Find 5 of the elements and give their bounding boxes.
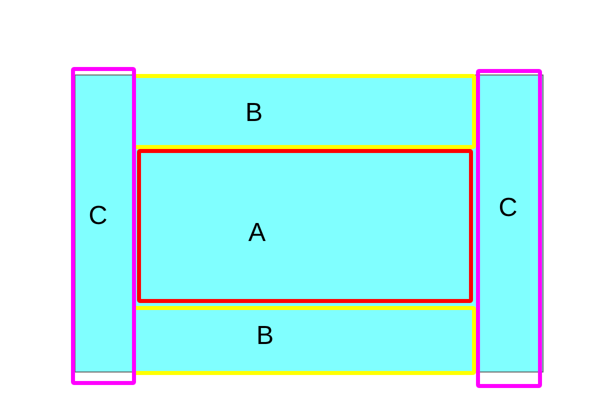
- region-box: C: [476, 69, 542, 388]
- region-box: A: [137, 149, 473, 303]
- region-box: C: [71, 67, 136, 385]
- region-box: B: [132, 74, 476, 149]
- region-box: B: [132, 306, 476, 375]
